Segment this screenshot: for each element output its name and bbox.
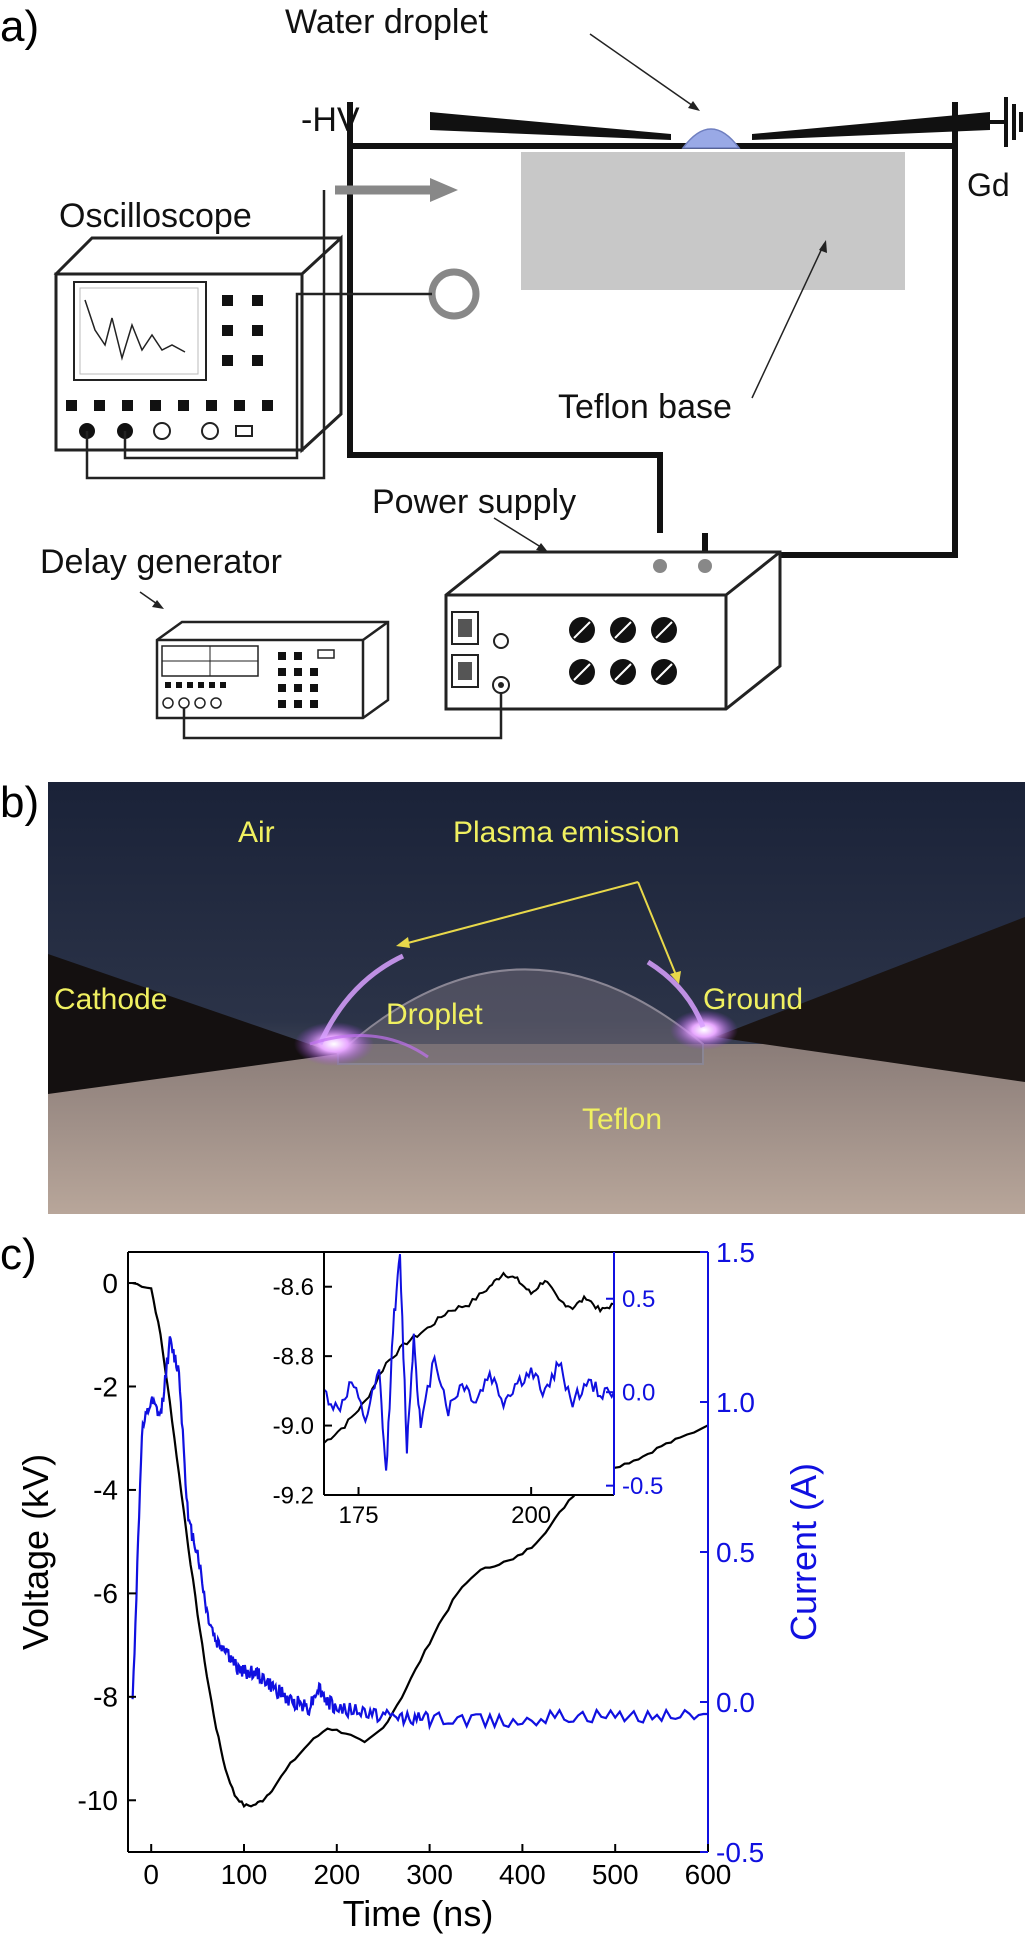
droplet-label: Droplet [386, 998, 483, 1031]
inset-chart-y-tick-label: -8.8 [273, 1344, 314, 1371]
air-label: Air [238, 816, 275, 849]
inset-chart-y2-tick-label: 0.0 [622, 1380, 655, 1407]
main-chart-y-tick-label: -8 [93, 1682, 118, 1713]
cathode-shape [48, 954, 338, 1094]
main-chart-x-tick-label: 200 [313, 1859, 360, 1890]
main-chart-x-tick-label: 400 [499, 1859, 546, 1890]
main-chart-x-tick-label: 0 [143, 1859, 159, 1890]
main-chart-y2-tick-label: 1.5 [716, 1237, 755, 1268]
main-chart-current-series-line [131, 1336, 708, 1731]
cathode-label: Cathode [54, 983, 167, 1016]
main-chart-y-tick-label: 0 [102, 1268, 118, 1299]
ground-electrode [752, 112, 990, 140]
oscilloscope-device [53, 234, 343, 454]
main-chart-x-axis-title: Time (ns) [343, 1893, 494, 1934]
main-chart-y-tick-label: -2 [93, 1371, 118, 1402]
water-droplet-label: Water droplet [285, 3, 488, 41]
panel-c-label: c) [0, 1230, 37, 1279]
main-chart-y-tick-label: -10 [78, 1785, 118, 1816]
inset-chart-y-tick-label: -8.6 [273, 1274, 314, 1301]
main-chart-y-tick-label: -6 [93, 1578, 118, 1609]
inset-chart-y2-tick-label: -0.5 [622, 1473, 663, 1500]
delay-generator-label: Delay generator [40, 543, 282, 581]
plasma-arrow-right [637, 881, 677, 976]
main-chart-x-tick-label: 300 [406, 1859, 453, 1890]
inset-chart-x-tick-label: 200 [511, 1502, 551, 1529]
oscilloscope-label: Oscilloscope [59, 197, 252, 235]
power-supply-label: Power supply [372, 483, 576, 521]
teflon-base-label: Teflon base [558, 388, 732, 426]
water-droplet-shape [681, 128, 741, 149]
power-supply-device [444, 550, 782, 711]
inset-chart-y-tick-label: -9.0 [273, 1413, 314, 1440]
inset-chart-current-series-line [324, 1253, 614, 1471]
plasma-glow-left [294, 1022, 374, 1066]
inset-chart-y-tick-label: -9.2 [273, 1482, 314, 1509]
main-chart-group: 0 100 200 300 400 500 600 0 -2 -4 -6 -8 -10 1.5 1.0 0.5… [15, 1237, 824, 1934]
inset-chart-bg [324, 1252, 614, 1495]
panel-a-label: a) [0, 2, 40, 51]
voltage-current-chart: 0 100 200 300 400 500 600 0 -2 -4 -6 -8 -10 1.5 1.0 0.5… [15, 1237, 824, 1934]
ground-loop-wire [702, 102, 958, 558]
main-chart-x-tick-label: 500 [592, 1859, 639, 1890]
panel-c-chart: 0 100 200 300 400 500 600 0 -2 -4 -6 -8 -10 1.5 1.0 0.5… [0, 1230, 1025, 1948]
main-chart-y2-axis-title: Current (A) [783, 1463, 824, 1641]
ground-label: Ground [703, 983, 803, 1016]
plasma-arrow-left [403, 881, 639, 945]
main-chart-y2-tick-label: 1.0 [716, 1387, 755, 1418]
panel-b-photo: Air Plasma emission Cathode Droplet Grou… [48, 782, 1025, 1214]
main-chart-y-tick-label: -4 [93, 1475, 118, 1506]
plasma-emission-label: Plasma emission [453, 816, 680, 849]
teflon-base-block [521, 152, 905, 290]
inset-chart-y2-tick-label: 0.5 [622, 1286, 655, 1313]
panel-a-schematic: a) [0, 0, 1025, 760]
current-probe-ring-icon [428, 268, 480, 320]
main-chart-y2-tick-label: 0.0 [716, 1687, 755, 1718]
delay-generator-device [155, 620, 390, 720]
inset-chart-x-tick-label: 175 [339, 1502, 379, 1529]
droplet-photo: Air Plasma emission Cathode Droplet Grou… [48, 782, 1025, 1214]
main-chart-x-tick-label: 100 [221, 1859, 268, 1890]
panel-b-label: b) [0, 778, 40, 827]
hv-label: -HV [301, 101, 360, 139]
ground-shape [715, 917, 1025, 1082]
hv-loop-wire [347, 102, 663, 533]
plasma-glow-right [670, 1010, 738, 1050]
gd-label: Gd [967, 167, 1010, 203]
schematic-diagram: Water droplet -HV Gd Oscilloscope Teflon… [40, 3, 1023, 740]
inset-chart-group: 175 200 -8.6 -8.8 -9.0 -9.2 0.5 0.0 -0.5 [273, 1251, 663, 1529]
main-chart-x-tick-label: 600 [685, 1859, 732, 1890]
main-chart-y2-tick-label: -0.5 [716, 1837, 764, 1868]
inset-chart-voltage-series-line [324, 1271, 614, 1444]
teflon-label: Teflon [582, 1103, 662, 1136]
main-chart-y-axis-title: Voltage (kV) [15, 1454, 56, 1650]
cathode-electrode [430, 112, 671, 140]
main-chart-y2-tick-label: 0.5 [716, 1537, 755, 1568]
